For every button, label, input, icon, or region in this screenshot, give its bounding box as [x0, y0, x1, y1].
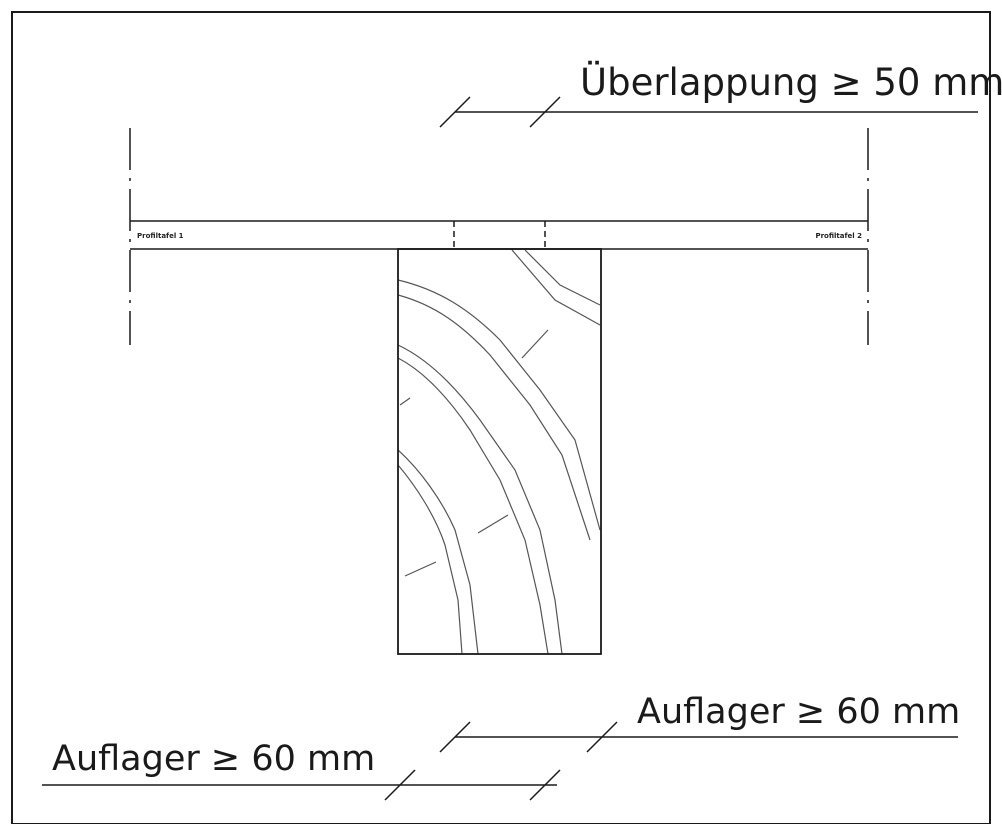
support-left-tick-right — [529, 769, 561, 801]
overlap-tick-right — [529, 96, 561, 128]
grain-ring-1b — [524, 249, 601, 306]
grain-ring-3a — [398, 344, 563, 654]
support-left-label: Auflager ≥ 60 mm — [52, 739, 375, 779]
overlap-dimension: Überlappung ≥ 50 mm — [439, 61, 1002, 128]
grain-ring-3b — [398, 357, 549, 654]
overlap-tick-left — [439, 96, 471, 128]
grain-streak-2 — [399, 397, 411, 406]
support-beam — [397, 248, 602, 655]
grain-ring-2b — [398, 294, 591, 541]
wood-grain — [398, 249, 601, 654]
grain-streak-1 — [521, 329, 549, 359]
grain-ring-1a — [511, 249, 601, 326]
grain-ring-2a — [398, 279, 601, 531]
panel-1-label: Profiltafel 1 — [137, 232, 184, 240]
grain-ring-4a — [398, 449, 479, 654]
overlap-label: Überlappung ≥ 50 mm — [580, 61, 1002, 104]
support-right-label: Auflager ≥ 60 mm — [637, 692, 960, 732]
drawing-frame — [11, 11, 991, 824]
support-right-tick-left — [439, 721, 471, 753]
support-right-tick-right — [586, 721, 618, 753]
grain-streak-4 — [404, 561, 437, 577]
grain-streak-3 — [477, 514, 509, 534]
support-left-tick-left — [384, 769, 416, 801]
grain-ring-4b — [398, 464, 463, 654]
support-dimension-left: Auflager ≥ 60 mm — [42, 739, 561, 801]
beam-outline — [397, 248, 602, 655]
support-dimension-right: Auflager ≥ 60 mm — [439, 692, 960, 753]
profile-panels: Profiltafel 1 Profiltafel 2 — [129, 128, 869, 345]
panel-2-label: Profiltafel 2 — [815, 232, 862, 240]
